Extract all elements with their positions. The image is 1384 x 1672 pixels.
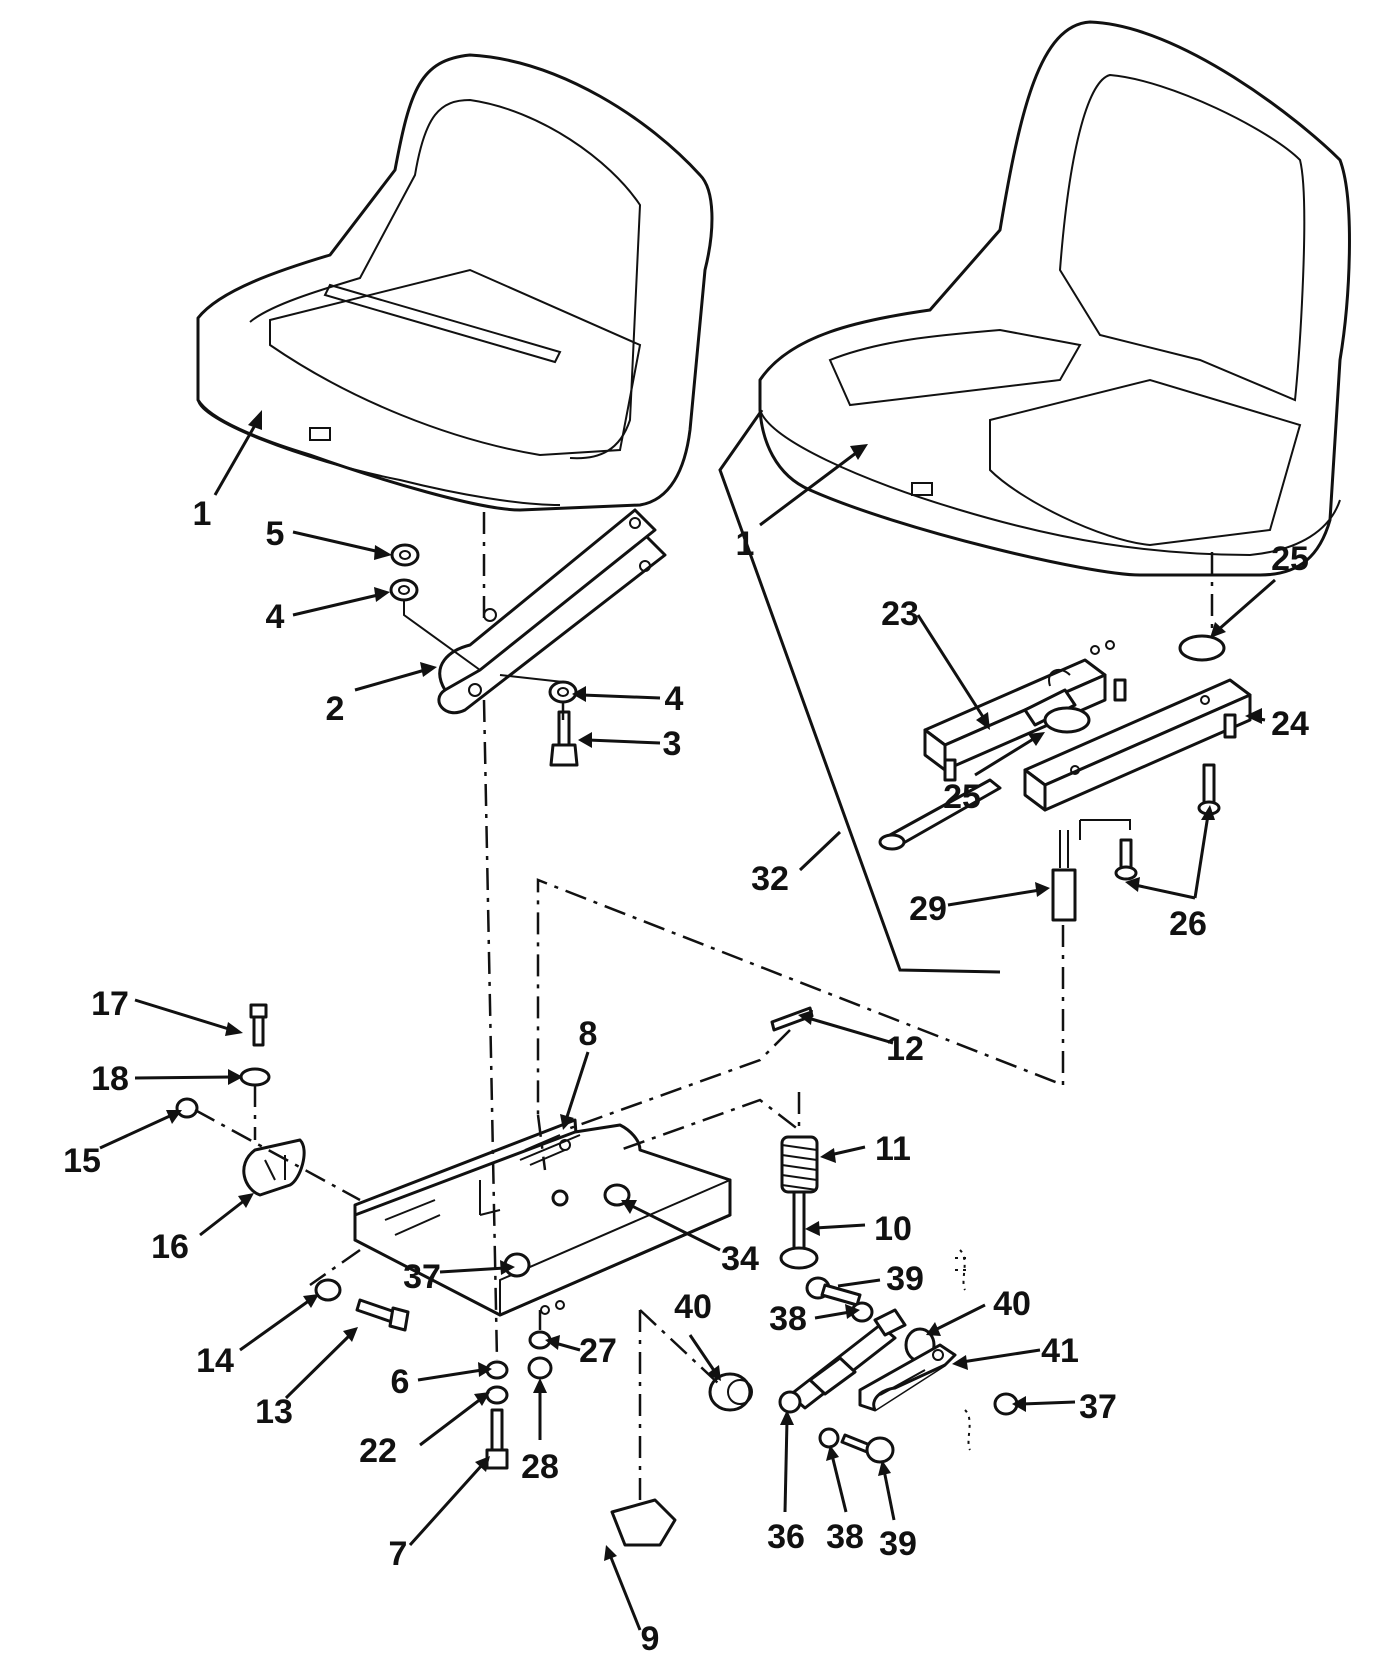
base-plate-8 — [353, 1118, 732, 1317]
callout-1-right: 1 — [736, 525, 755, 563]
callout-23: 23 — [881, 595, 919, 633]
slide-rail-23 — [878, 640, 1127, 851]
callout-2: 2 — [326, 690, 345, 728]
damper-36 — [778, 1308, 907, 1414]
callout-3: 3 — [663, 725, 682, 763]
bolt-39-lower — [840, 1433, 895, 1464]
connector-line-4 — [403, 600, 481, 671]
hidden-detail-lower — [964, 1409, 971, 1451]
washer-14 — [314, 1278, 342, 1302]
pad-9 — [610, 1498, 677, 1547]
bracket-2 — [437, 508, 667, 715]
callout-24: 24 — [1271, 705, 1309, 743]
callout-18: 18 — [91, 1060, 129, 1098]
callout-38-lower: 38 — [826, 1518, 864, 1556]
washer-22 — [485, 1385, 509, 1405]
callout-41: 41 — [1041, 1332, 1079, 1370]
callout-40-left: 40 — [674, 1288, 712, 1326]
screws-26 — [1079, 763, 1221, 881]
washer-25-right — [1178, 634, 1226, 662]
bolt-13 — [355, 1298, 410, 1332]
bumper-bracket-16 — [242, 1138, 306, 1197]
callout-4-upper: 4 — [266, 598, 285, 636]
callout-39-upper: 39 — [886, 1260, 924, 1298]
washer-4-upper — [389, 578, 419, 602]
callout-4-lower: 4 — [665, 680, 684, 718]
callout-8: 8 — [579, 1015, 598, 1053]
left-seat-pan — [196, 53, 714, 512]
nut-5 — [390, 543, 420, 567]
callout-28: 28 — [521, 1448, 559, 1486]
dashline-15 — [194, 1108, 361, 1202]
callout-11: 11 — [875, 1130, 911, 1168]
bushing-40-left — [708, 1372, 753, 1412]
callout-32: 32 — [751, 860, 789, 898]
callout-6: 6 — [391, 1363, 410, 1401]
callout-22: 22 — [359, 1432, 397, 1470]
callout-38-upper: 38 — [769, 1300, 807, 1338]
callout-26: 26 — [1169, 905, 1207, 943]
callout-1-left: 1 — [193, 495, 212, 533]
washer-18 — [239, 1067, 271, 1087]
callout-14: 14 — [196, 1342, 234, 1380]
washer-4-lower — [548, 680, 578, 704]
spring-11 — [780, 1135, 819, 1194]
bracket-41 — [858, 1343, 957, 1412]
bolt-39-upper — [805, 1276, 862, 1307]
pin-10 — [779, 1190, 819, 1270]
seat-mount-outline-32 — [718, 409, 1001, 974]
callout-labels: 1 1 2 3 4 4 5 6 7 8 9 10 11 12 13 14 15 … — [63, 495, 1309, 1658]
callout-5: 5 — [266, 515, 285, 553]
hidden-detail-upper — [955, 1249, 968, 1291]
callout-15: 15 — [63, 1142, 101, 1180]
leader-arrows — [99, 410, 1276, 1631]
slide-rail-24 — [1023, 678, 1252, 812]
callout-37-right: 37 — [1079, 1388, 1117, 1426]
bolt-17 — [249, 1003, 268, 1047]
callout-12: 12 — [886, 1030, 924, 1068]
callout-27: 27 — [579, 1332, 617, 1370]
callout-7: 7 — [389, 1535, 408, 1573]
callout-36: 36 — [767, 1518, 805, 1556]
callout-25-upper: 25 — [1271, 540, 1309, 578]
callout-34: 34 — [721, 1240, 759, 1278]
callout-10: 10 — [874, 1210, 912, 1248]
right-seat-pan — [758, 20, 1351, 577]
assembly-dashlines — [309, 512, 1214, 1500]
callout-9: 9 — [641, 1620, 660, 1658]
callout-16: 16 — [151, 1228, 189, 1266]
nut-28 — [527, 1356, 553, 1380]
callout-39-lower: 39 — [879, 1525, 917, 1563]
bolt-7 — [485, 1408, 509, 1470]
connector-line-4b — [499, 674, 564, 683]
callout-17: 17 — [91, 985, 129, 1023]
nut-15 — [175, 1097, 199, 1119]
callout-40-right: 40 — [993, 1285, 1031, 1323]
washer-38-lower — [818, 1427, 840, 1449]
callout-25-lower: 25 — [943, 778, 981, 816]
callout-29: 29 — [909, 890, 947, 928]
callout-37-left: 37 — [403, 1258, 441, 1296]
callout-13: 13 — [255, 1393, 293, 1431]
spacer-29 — [1051, 830, 1077, 922]
washer-25-left — [1043, 706, 1091, 734]
